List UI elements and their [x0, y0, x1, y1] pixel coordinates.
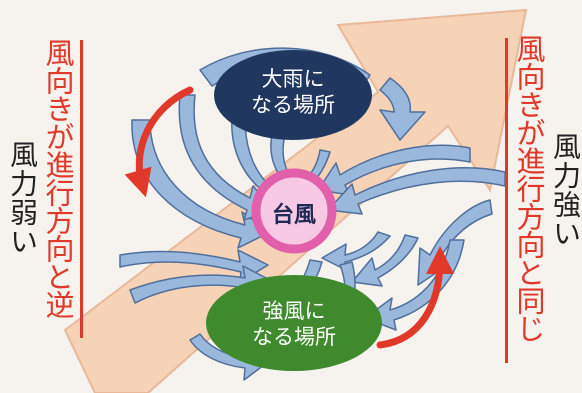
left-direction-text: 風向きが進行方向と逆	[41, 38, 75, 318]
strong-wind-label-line2: なる場所	[252, 325, 336, 349]
right-direction-text: 風向きが進行方向と同じ	[512, 34, 546, 342]
typhoon-label: 台風	[271, 203, 316, 228]
strong-wind-label-line1: 強風に	[262, 299, 326, 323]
right-red-arrow	[376, 246, 454, 349]
left-red-line	[80, 40, 83, 338]
typhoon-center	[251, 168, 337, 254]
wind-arrow	[379, 77, 426, 141]
right-strength-text: 風力強い	[549, 132, 582, 248]
strong-wind-label: 強風に なる場所	[224, 298, 364, 350]
heavy-rain-label-line1: 大雨に	[261, 67, 325, 91]
left-strength-text: 風力弱い	[6, 140, 39, 256]
wind-arrow	[351, 234, 419, 287]
wind-arrow	[317, 144, 471, 196]
heavy-rain-area	[214, 50, 372, 140]
right-red-line	[505, 38, 508, 363]
strong-wind-area	[206, 275, 382, 371]
heavy-rain-label-line2: なる場所	[251, 93, 335, 117]
wind-arrow	[321, 231, 391, 271]
heavy-rain-label: 大雨に なる場所	[223, 66, 363, 118]
wind-arrow	[327, 167, 506, 215]
left-red-arrow	[124, 86, 194, 198]
